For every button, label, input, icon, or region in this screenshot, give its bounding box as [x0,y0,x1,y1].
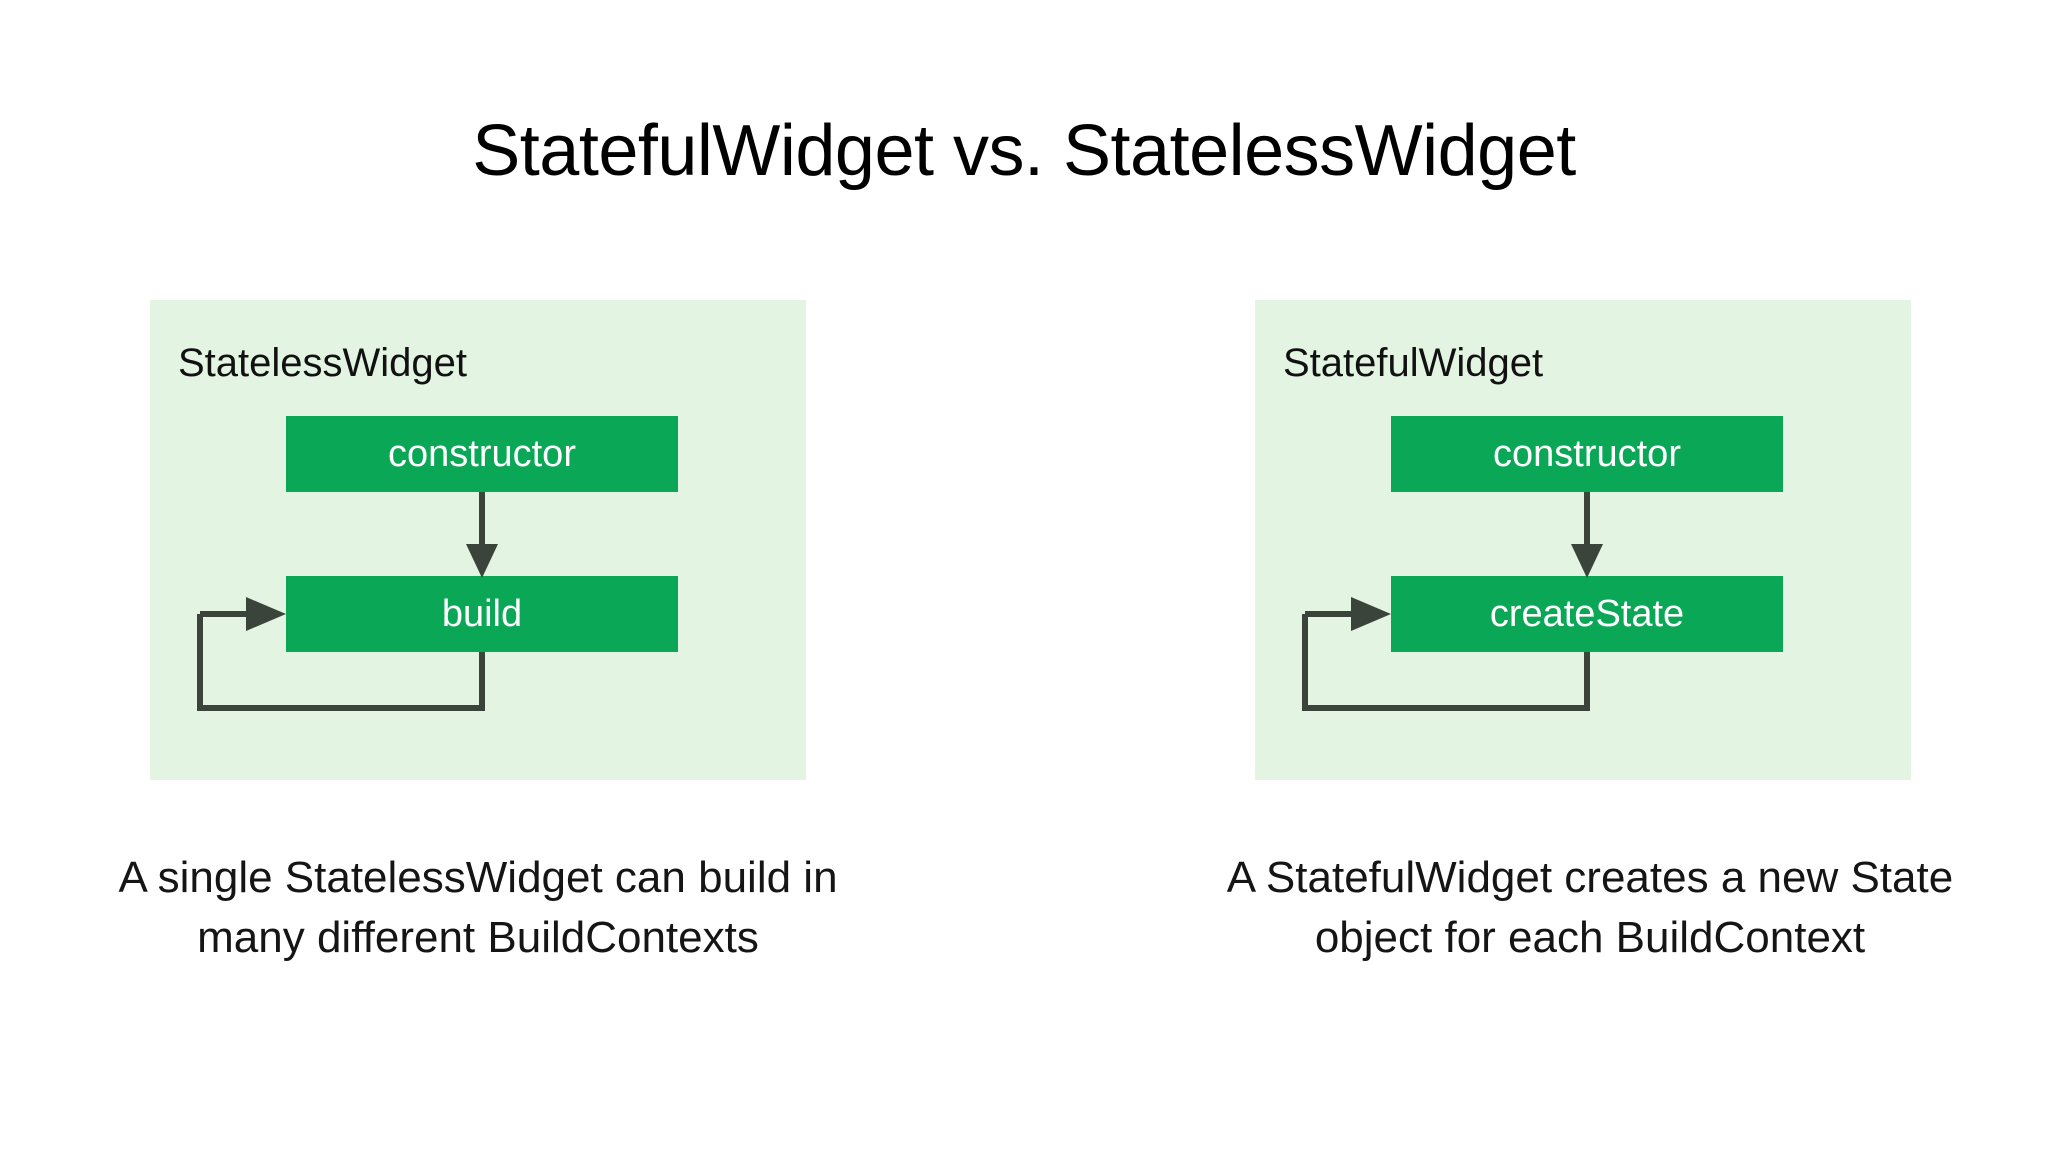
diagram-panel-stateful: StatefulWidget constructor createState [1255,300,1911,780]
diagram-panel-stateless: StatelessWidget constructor build [150,300,806,780]
column-stateless: StatelessWidget constructor build A sing… [118,300,838,962]
panel-heading-stateful: StatefulWidget [1283,341,1544,385]
node-createstate[interactable]: createState [1391,576,1783,652]
caption-stateful: A StatefulWidget creates a new State obj… [1226,853,1954,962]
caption-stateless: A single StatelessWidget can build in ma… [118,853,838,962]
node-constructor-stateless[interactable]: constructor [286,416,678,492]
node-build[interactable]: build [286,576,678,652]
column-stateful: StatefulWidget constructor createState A… [1227,300,1953,962]
arrow-constructor-to-createstate [1571,492,1603,578]
arrow-constructor-to-build [466,492,498,578]
panel-heading-stateless: StatelessWidget [178,341,468,385]
page-title: StatefulWidget vs. StatelessWidget [472,111,1576,191]
node-constructor-stateful[interactable]: constructor [1391,416,1783,492]
